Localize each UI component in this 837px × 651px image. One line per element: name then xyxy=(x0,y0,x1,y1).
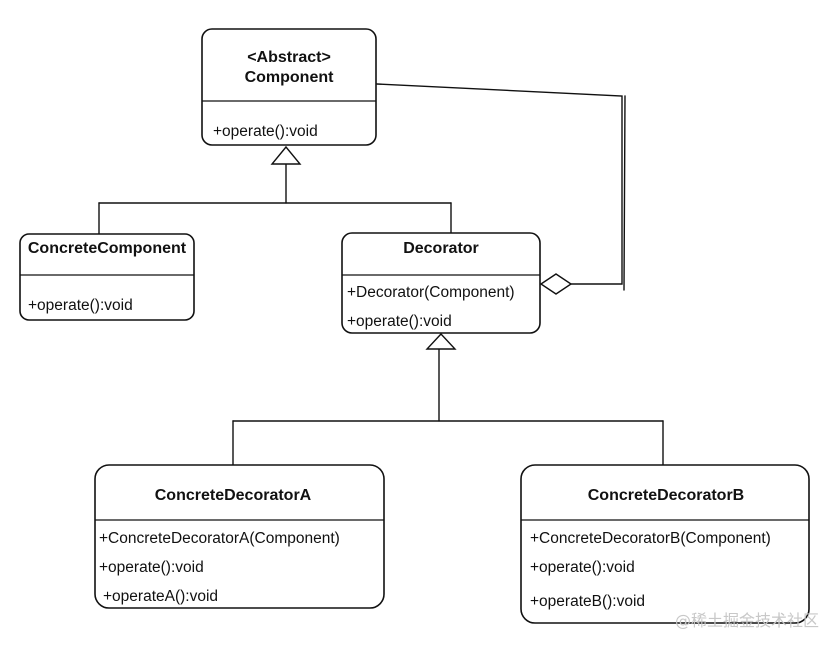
class-method: +operate():void xyxy=(28,297,133,314)
connectors xyxy=(98,83,664,466)
class-decorator: Decorator +Decorator(Component) +operate… xyxy=(341,232,541,334)
edge-aggregation xyxy=(376,83,623,285)
inheritance-arrow-decorator xyxy=(425,332,457,350)
aggregation-diamond xyxy=(539,273,573,295)
class-method: +operateB():void xyxy=(530,593,645,610)
class-concrete-decorator-a: ConcreteDecoratorA +ConcreteDecoratorA(C… xyxy=(94,464,385,609)
class-method: +operateA():void xyxy=(103,588,218,605)
edge-aggregation-sketch xyxy=(623,95,626,291)
class-method: +operate():void xyxy=(99,559,204,576)
class-method: +operate():void xyxy=(347,313,452,330)
class-name: ConcreteDecoratorA xyxy=(155,487,312,504)
class-stereotype: <Abstract> xyxy=(247,49,331,66)
class-method: +ConcreteDecoratorB(Component) xyxy=(530,530,771,547)
class-method: +ConcreteDecoratorA(Component) xyxy=(99,530,340,547)
class-method: +Decorator(Component) xyxy=(347,284,515,301)
class-method: +operate():void xyxy=(213,123,318,140)
watermark: @稀土掘金技术社区 xyxy=(674,611,819,630)
inheritance-arrow-component xyxy=(270,145,302,165)
class-name: ConcreteDecoratorB xyxy=(588,487,744,504)
class-name: ConcreteComponent xyxy=(28,240,187,257)
class-component: <Abstract> Component +operate():void xyxy=(201,28,377,146)
class-method: +operate():void xyxy=(530,559,635,576)
class-concrete-decorator-b: ConcreteDecoratorB +ConcreteDecoratorB(C… xyxy=(520,464,810,624)
class-name: Decorator xyxy=(403,240,479,257)
class-concrete-component: ConcreteComponent +operate():void xyxy=(19,233,195,321)
class-name: Component xyxy=(245,69,335,86)
